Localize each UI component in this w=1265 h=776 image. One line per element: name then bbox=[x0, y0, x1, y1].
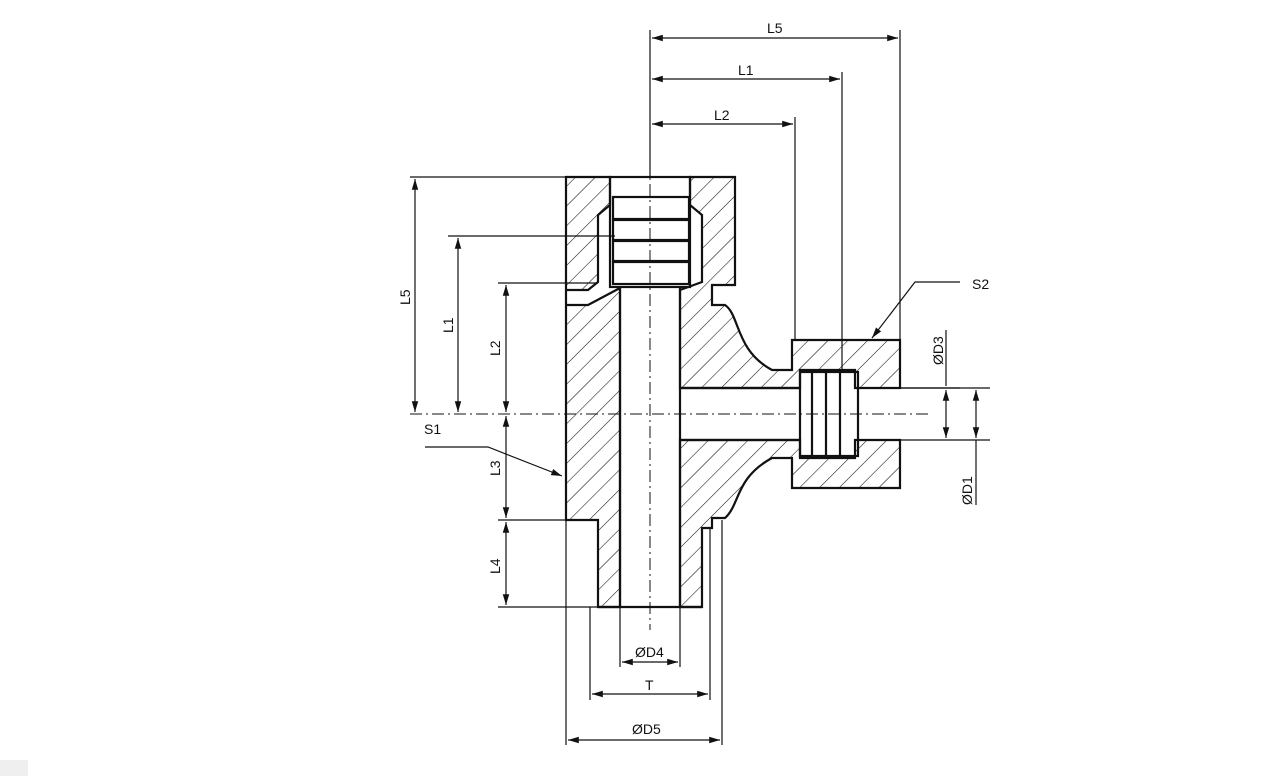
label-left-l4: L4 bbox=[487, 558, 503, 574]
label-left-l3: L3 bbox=[487, 460, 503, 476]
right-wall-upper bbox=[678, 175, 902, 390]
right-wall-lower bbox=[678, 438, 902, 609]
label-top-l1: L1 bbox=[738, 62, 754, 78]
left-wall bbox=[564, 175, 622, 609]
label-left-l1: L1 bbox=[440, 317, 456, 333]
label-s2: S2 bbox=[972, 276, 989, 292]
label-od3: ØD3 bbox=[930, 336, 946, 365]
label-t: T bbox=[645, 677, 654, 693]
fitting-body-section bbox=[564, 175, 902, 609]
dimension-lines bbox=[411, 34, 980, 744]
label-od4: ØD4 bbox=[635, 644, 664, 660]
label-top-l5: L5 bbox=[767, 20, 783, 36]
corner-tab bbox=[0, 760, 28, 776]
extension-lines bbox=[410, 30, 990, 745]
label-top-l2: L2 bbox=[714, 107, 730, 123]
label-left-l5: L5 bbox=[397, 289, 413, 305]
label-left-l2: L2 bbox=[487, 340, 503, 356]
label-od1: ØD1 bbox=[959, 476, 975, 505]
label-s1: S1 bbox=[424, 421, 441, 437]
inner-bore-details bbox=[598, 175, 860, 609]
label-od5: ØD5 bbox=[632, 721, 661, 737]
